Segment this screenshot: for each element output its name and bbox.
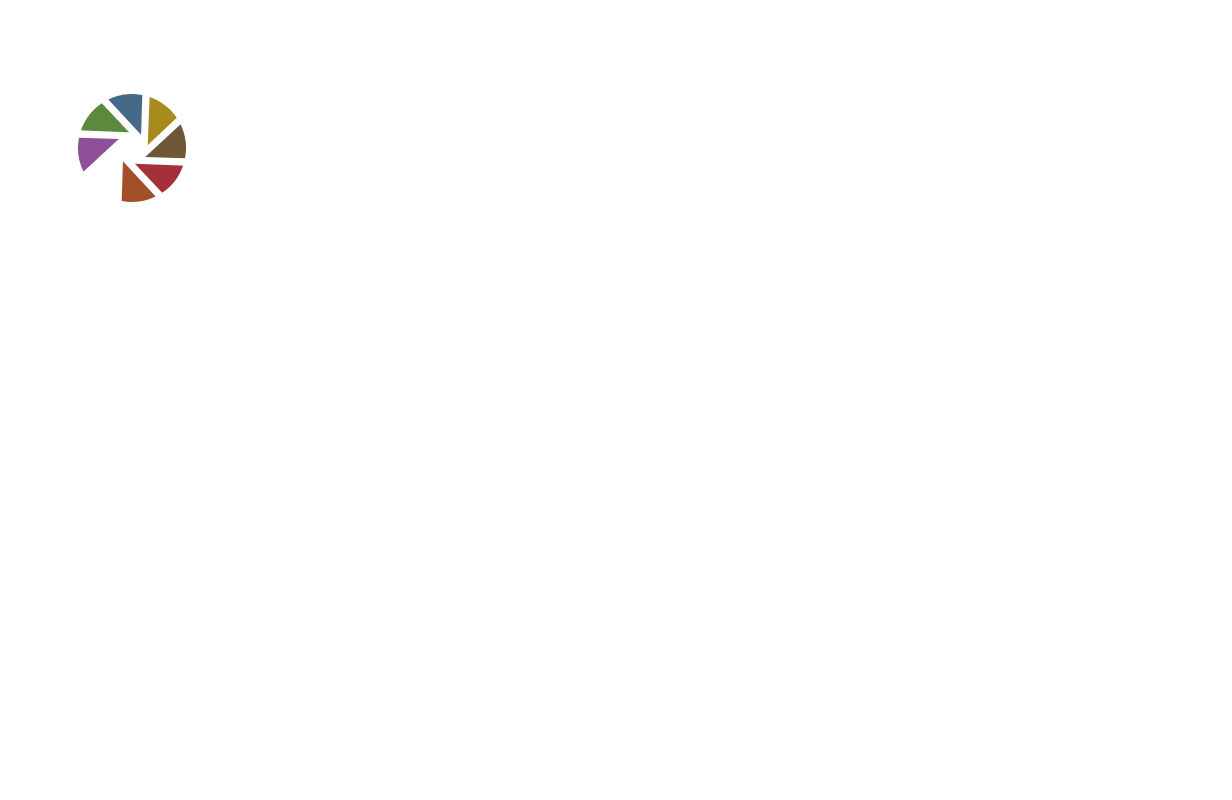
blank-content-area	[0, 230, 1232, 800]
logo-segment-gold	[147, 96, 177, 146]
logo-segment-orange	[121, 161, 156, 202]
logo-segment-purple	[78, 137, 119, 172]
logo-segment-brown	[145, 124, 186, 159]
logo-segment-blue	[108, 94, 143, 135]
aperture-logo-icon	[76, 92, 188, 204]
logo-segment-red	[134, 163, 184, 193]
logo-segment-green	[80, 103, 130, 133]
aperture-logo-svg	[78, 94, 186, 202]
